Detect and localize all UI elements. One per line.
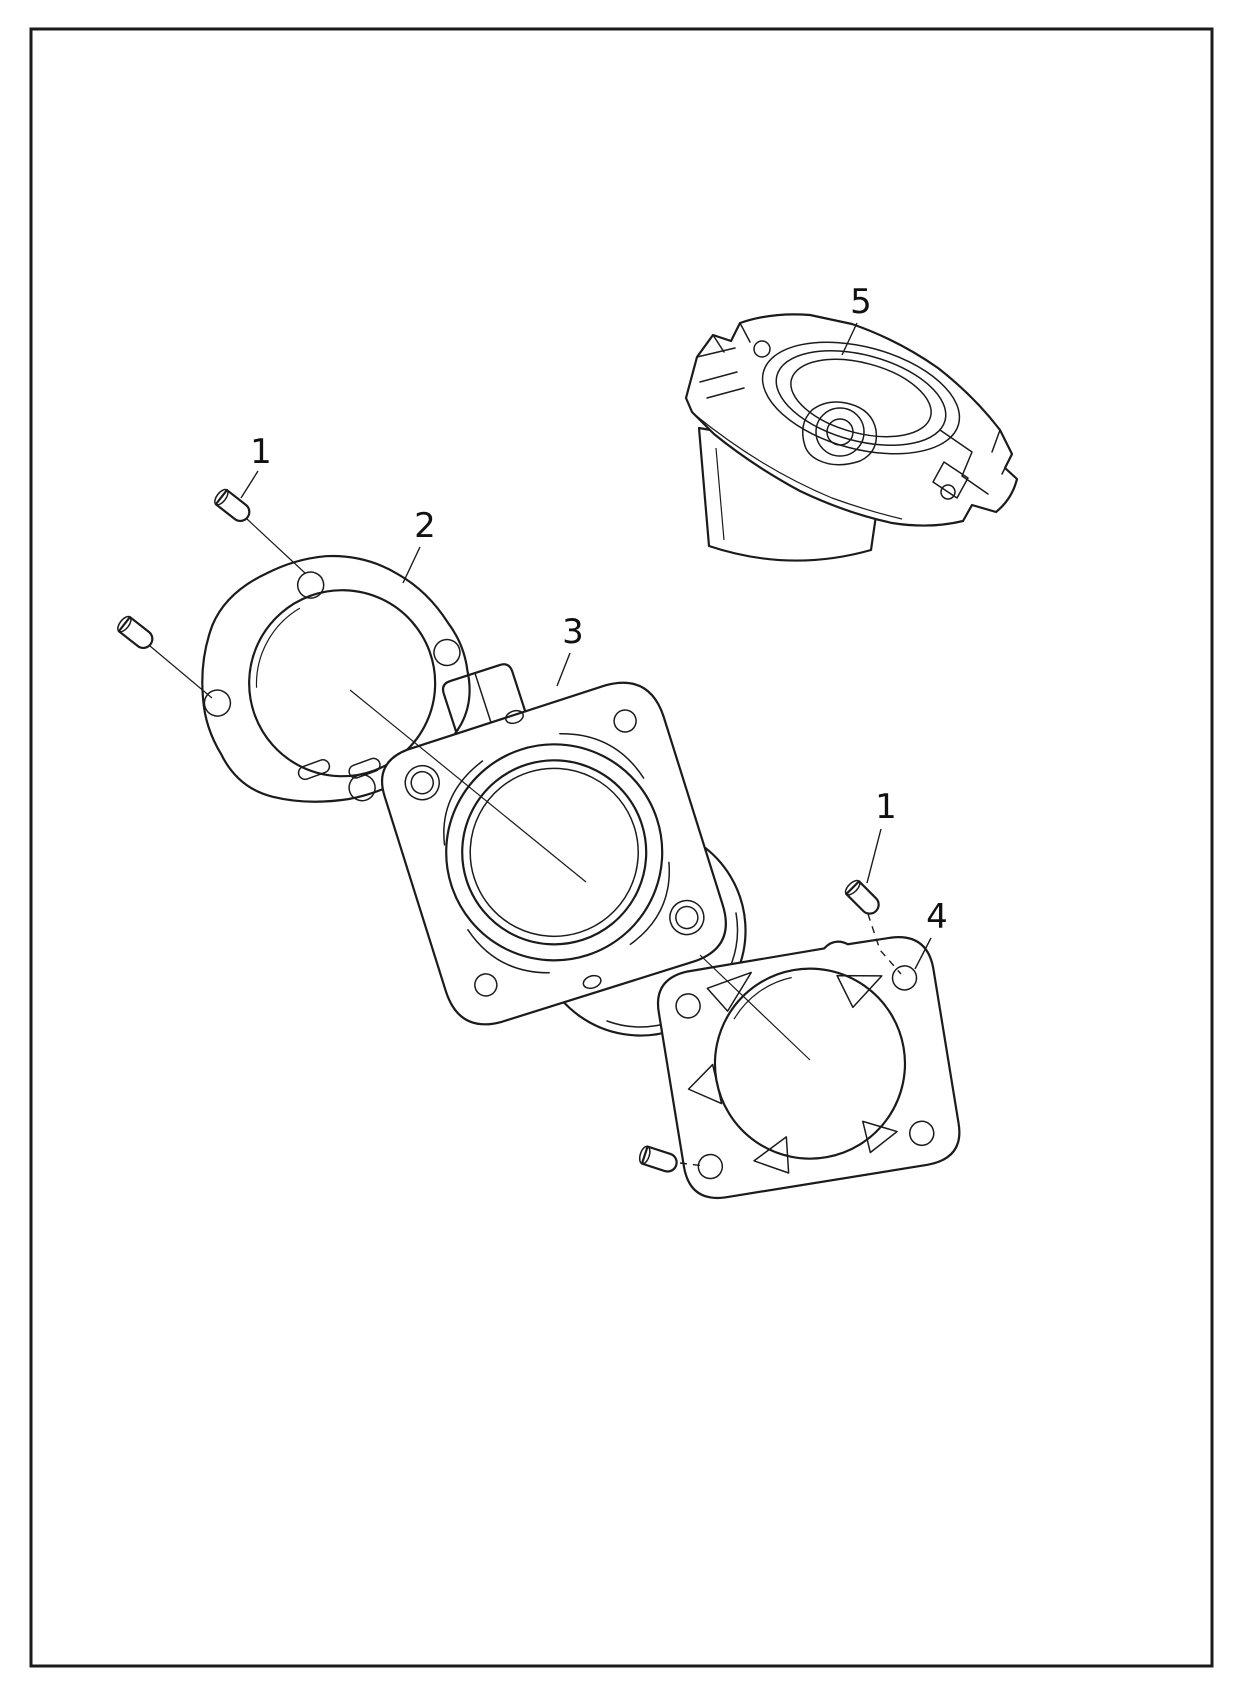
gasket-triangle-cutout [687,1063,723,1105]
bolt-hole [940,484,956,500]
callout-leader-3 [556,652,571,687]
gasket-triangle-cutout [753,1136,790,1174]
dowel-pin-face [214,488,229,506]
port-circle [815,407,865,457]
pin-assembly-line [149,645,213,699]
flange-nub [504,709,524,725]
callout-leader-5 [841,322,858,356]
gasket-bolt-hole [697,1153,724,1180]
bolt-hole [613,709,637,733]
bolt-hole [675,905,699,930]
gasket-bolt-hole [203,689,232,717]
dowel-pin-body [845,880,880,915]
water-jacket-arcs [443,733,671,974]
callout-leader-1b [866,828,882,884]
callout-leader-2 [402,546,421,584]
dowel-pin-body [214,488,251,522]
dowel-pin-face [117,615,132,633]
callout-label-3: 3 [562,612,584,652]
cylinder-flange [684,313,1019,527]
flange-ribs [696,322,751,399]
callout-label-4: 4 [926,897,948,937]
bolt-hole [410,770,434,795]
dowel-ring [669,899,705,936]
dowel-pin [638,1145,678,1173]
dowel-pin-body [117,615,154,649]
flange-thickness-line [693,413,903,520]
dowel-pin-body [640,1145,678,1173]
pin-assembly-line [246,518,306,574]
pin-assembly-line-dashed [679,1162,705,1167]
callout-leader-4 [914,937,932,970]
callout-label-1-top: 1 [250,432,272,472]
gasket-bolt-hole [296,571,325,599]
gasket-triangle-cutout [836,974,883,1009]
gasket-bore-inner-ring [255,607,301,688]
alignment-line-gasket2-cylinder [349,689,587,883]
dowel-pin-face [844,879,861,896]
liner-edge-line [715,447,725,541]
port-boss [801,401,878,466]
cylinder-bore-inner [469,767,639,938]
bolt-hole [474,973,498,997]
dowel-pin [117,615,154,649]
deck-ring-inner [790,358,932,438]
gasket-slot [348,757,381,779]
top-tab-line [474,672,492,724]
dowel-ring [404,764,440,801]
gasket-bolt-hole [348,773,376,802]
gasket-slot [297,759,331,781]
cylinder-bore-outer [445,743,664,962]
flange-step-pad [932,461,969,499]
cylinder-bore-mid [461,759,648,946]
dowel-pin [844,879,880,915]
callout-label-1-right: 1 [875,787,897,827]
dowel-pin-face [638,1145,651,1165]
part-2-head-gasket [201,554,471,803]
gasket-bolt-hole [433,638,461,667]
flange-nub [582,974,602,990]
gasket-bolt-hole [675,993,701,1019]
port-hole [826,418,854,446]
gasket-bolt-hole [891,965,918,991]
callout-label-5: 5 [850,282,872,322]
gasket-bolt-hole [909,1120,935,1147]
flange-steps [939,429,1013,495]
gasket-bore [248,589,437,778]
gasket-bore-inner-ring [733,976,792,1020]
alignment-line-cylinder-gasket4 [699,954,811,1061]
cylinder-flange [380,681,727,1026]
gasket-triangle-cutout [862,1120,898,1154]
callout-leader-1a [240,470,259,499]
callout-label-2: 2 [414,506,436,546]
part-5-cylinder-assembly [684,313,1019,562]
bolt-hole [753,340,771,358]
dowel-pin [214,488,251,522]
deck-ring-outer [761,341,961,455]
